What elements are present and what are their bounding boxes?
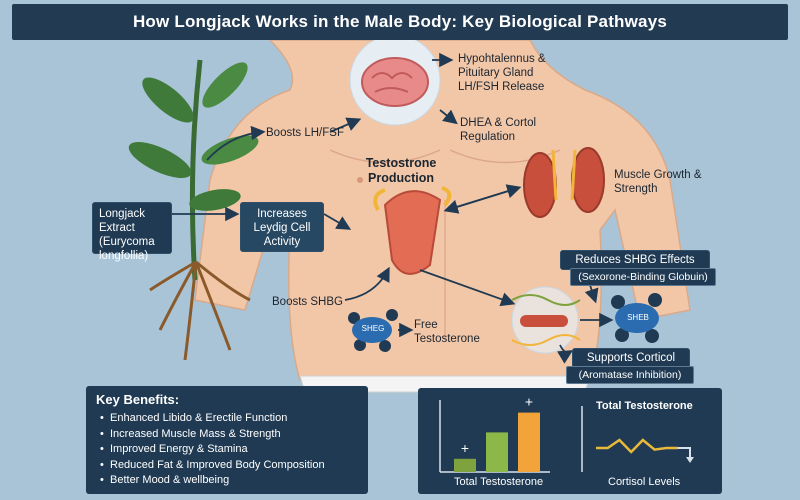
testosterone-production-label: Testostrone Production [365, 156, 437, 185]
brain-label: Hypohtalennus & Pituitary Gland LH/FSH R… [458, 53, 546, 93]
longjack-extract-box: Longjack Extract (Eurycoma longfollia) [92, 202, 172, 262]
page-title: How Longjack Works in the Male Body: Key… [132, 12, 668, 31]
bar-chart-annotation: + [525, 394, 533, 410]
reproductive-organ-icon [373, 186, 452, 275]
shbg-molecule-right-label: SHEB [627, 313, 649, 322]
benefit-item: Enhanced Libido & Erectile Function [100, 411, 358, 427]
benefit-item: Improved Energy & Stamina [100, 442, 358, 458]
benefit-item: Increased Muscle Mass & Strength [100, 427, 358, 443]
leydig-cell-box: Increases Leydig Cell Activity [240, 202, 324, 252]
line-chart-title: Total Testosterone [596, 400, 693, 412]
shbg-molecule-left [348, 309, 398, 352]
bar-chart-bar [454, 458, 476, 472]
brain-icon [349, 34, 441, 126]
bar-chart-annotation: + [461, 440, 469, 456]
supports-cortisol-box: Supports Corticol [572, 348, 690, 368]
bar-chart-bar [518, 412, 540, 472]
bar-chart-bar [486, 432, 508, 472]
cortisol-line-chart [581, 406, 694, 472]
benefit-item: Better Mood & wellbeing [100, 473, 358, 489]
muscle-icon [523, 147, 605, 218]
key-benefits-title: Key Benefits: [96, 392, 180, 407]
shbg-molecule-right [611, 293, 662, 343]
pathway-arrows [172, 52, 614, 364]
muscle-label: Muscle Growth & Strength [614, 169, 702, 195]
longjack-plant [128, 59, 259, 361]
boosts-shbg-label: Boosts SHBG [272, 296, 343, 308]
reduces-shbg-box: Reduces SHBG Effects [560, 250, 710, 270]
testosterone-bar-chart: ++ [439, 394, 550, 473]
line-chart-xlabel: Cortisol Levels [608, 476, 681, 488]
key-benefits-list: Enhanced Libido & Erectile Function Incr… [96, 411, 358, 489]
cell-icon [511, 286, 581, 354]
dhea-label: DHEA & Cortol Regulation [460, 117, 537, 143]
title-bar: How Longjack Works in the Male Body: Key… [12, 4, 788, 40]
line-chart-series [596, 438, 678, 454]
free-testosterone-label: Free Testosterone [414, 319, 480, 345]
benefit-item: Reduced Fat & Improved Body Composition [100, 458, 358, 474]
supports-cortisol-sub-box: (Aromatase Inhibition) [566, 366, 694, 384]
key-benefits-panel: Key Benefits: Enhanced Libido & Erectile… [86, 386, 368, 494]
boosts-lh-label: Boosts LH/FSF [266, 127, 344, 139]
line-chart-trend-arrowhead [686, 457, 694, 463]
bar-chart-xlabel: Total Testosterone [454, 476, 544, 488]
line-chart-trend-arrow [678, 447, 691, 460]
shbg-molecule-left-label: SHEG [361, 324, 385, 333]
reduces-shbg-sub-box: (Sexorone-Binding Globuin) [570, 268, 716, 286]
charts-panel: ++ Total Testosterone Total Testosterone… [418, 388, 722, 494]
